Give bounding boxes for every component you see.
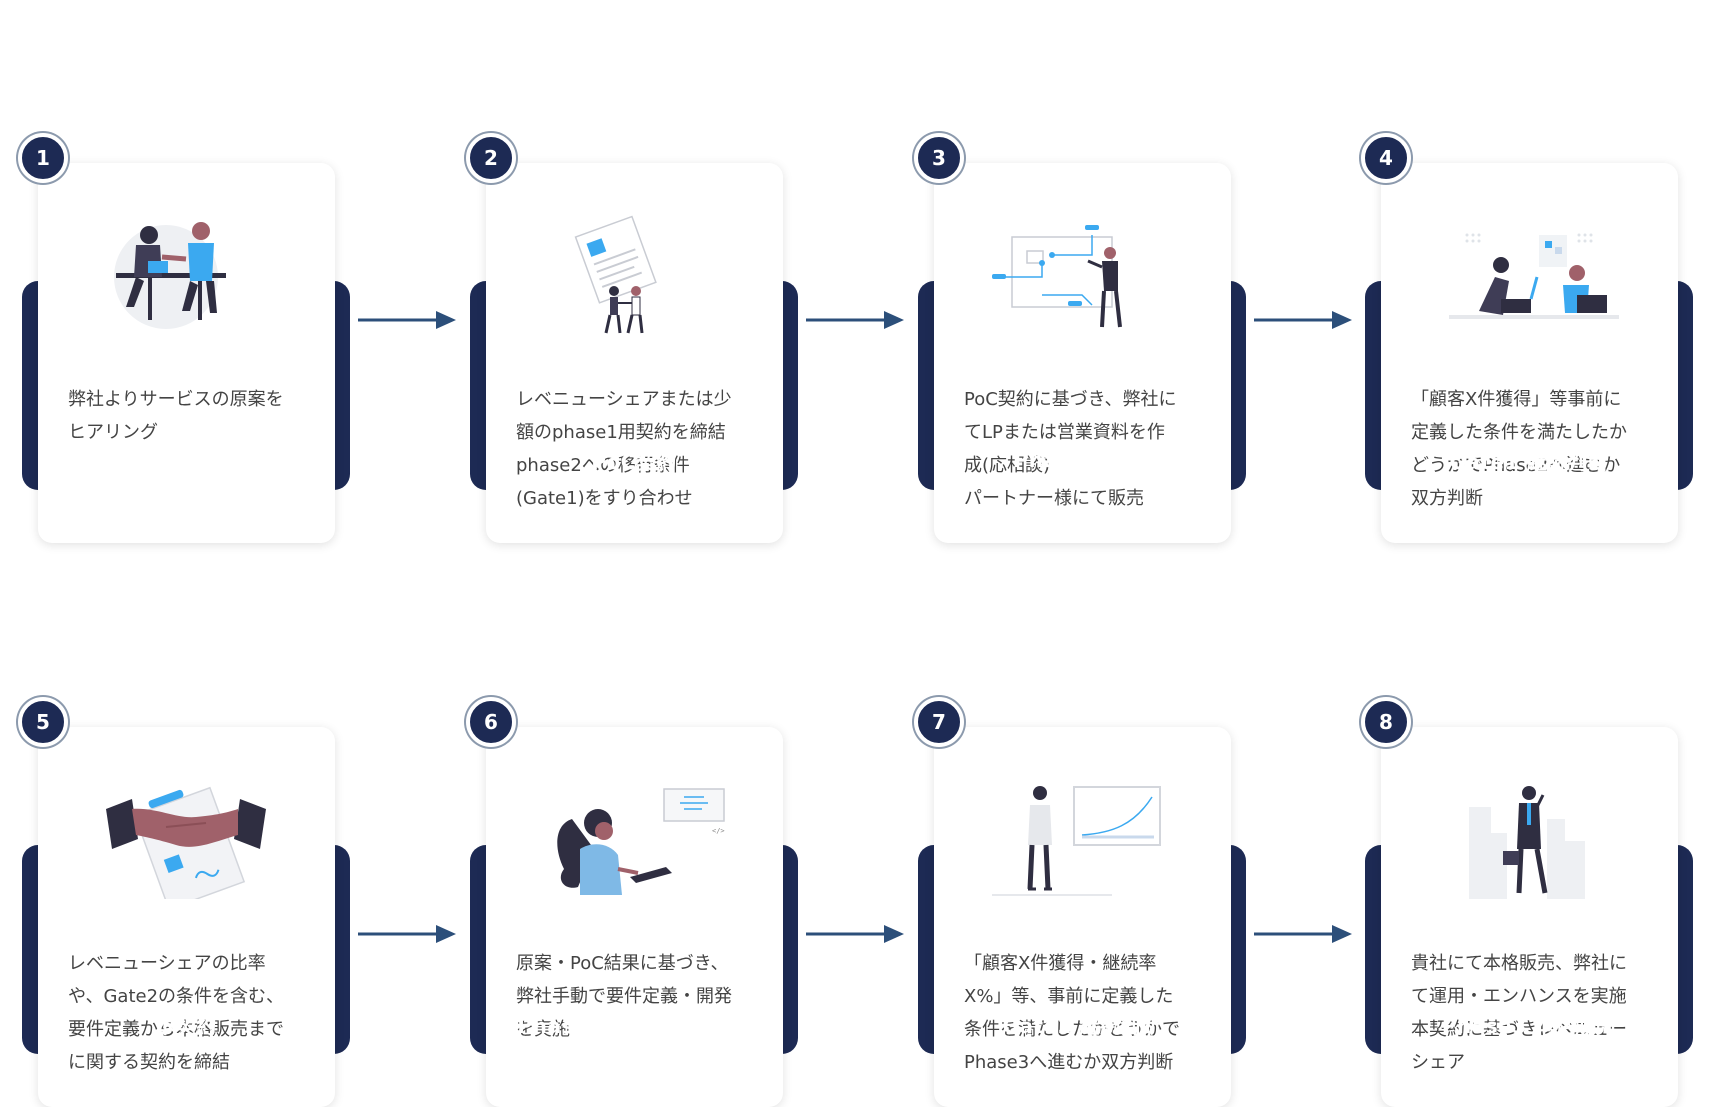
step-6-card: </> 原案・PoC結果に基づき、 弊社手動で要件定義・開発 を実施 — [486, 727, 783, 1107]
step-2-number-badge: 2 — [466, 133, 516, 183]
step-2-card: レベニューシェアまたは少 額のphase1用契約を締結 phase2への移行条件… — [486, 163, 783, 543]
step-8-description: 貴社にて本格販売、弊社に て運用・エンハンスを実施 本契約に基づきレベニュー シ… — [1411, 953, 1627, 1073]
step-6-number-badge: 6 — [466, 697, 516, 747]
arrow-right-icon — [1254, 925, 1352, 943]
handshake-contract-illustration — [106, 786, 266, 899]
step-6-title: Phase2 要件定義&開発 — [517, 1013, 751, 1038]
step-5: レベニューシェアの比率 や、Gate2の条件を含む、 要件定義から本格販売まで … — [18, 697, 350, 1107]
workflow-presenter-illustration — [992, 225, 1122, 328]
step-6: </> 原案・PoC結果に基づき、 弊社手動で要件定義・開発 を実施 Phase… — [466, 697, 798, 1107]
businessman-city-illustration — [1469, 786, 1585, 899]
step-3: PoC契約に基づき、弊社に てLPまたは営業資料を作 成(応相談) パートナー様… — [914, 133, 1246, 543]
growth-chart-illustration — [992, 786, 1161, 896]
step-8-card: 貴社にて本格販売、弊社に て運用・エンハンスを実施 本契約に基づきレベニュー シ… — [1381, 727, 1678, 1107]
step-4-title: Gate1 継続判断 — [1449, 449, 1609, 474]
arrow-right-icon — [358, 925, 456, 943]
step-1-card: 弊社よりサービスの原案を ヒアリング — [38, 163, 335, 543]
arrow-right-icon — [358, 311, 456, 329]
step-1-number-badge: 1 — [18, 133, 68, 183]
step-7-title: Gate2 継続判断 — [1002, 1013, 1162, 1038]
step-8: 貴社にて本格販売、弊社に て運用・エンハンスを実施 本契約に基づきレベニュー シ… — [1361, 697, 1693, 1107]
step-7-number-badge: 7 — [914, 697, 964, 747]
svg-text:</>: </> — [712, 827, 725, 835]
step-1: 弊社よりサービスの原案を ヒアリング 原案ヒアリング 1 — [18, 133, 350, 543]
step-2-description: レベニューシェアまたは少 額のphase1用契約を締結 phase2への移行条件… — [516, 389, 732, 509]
step-5-number-badge: 5 — [18, 697, 68, 747]
arrow-right-icon — [806, 311, 904, 329]
step-3-number-badge: 3 — [914, 133, 964, 183]
step-3-title: Phase1 PoC — [1013, 448, 1151, 472]
step-8-number-badge: 8 — [1361, 697, 1411, 747]
step-4-number-badge: 4 — [1361, 133, 1411, 183]
step-5-title: 本契約 — [155, 1013, 217, 1038]
step-2: レベニューシェアまたは少 額のphase1用契約を締結 phase2への移行条件… — [466, 133, 798, 543]
step-8-title: Phase3 本格販売 — [1441, 1013, 1617, 1038]
step-1-title: 原案ヒアリング — [114, 449, 258, 474]
step-1-description: 弊社よりサービスの原案を ヒアリング — [68, 389, 284, 443]
arrow-right-icon — [1254, 311, 1352, 329]
step-2-title: PoC契約 — [591, 449, 677, 474]
step-7: 「顧客X件獲得・継続率 X%」等、事前に定義した 条件を満たしたかどうかで Ph… — [914, 697, 1246, 1107]
contract-document-illustration — [574, 215, 657, 334]
two-people-laptops-illustration — [1449, 233, 1619, 319]
developer-coding-illustration: </> — [557, 788, 725, 895]
arrow-right-icon — [806, 925, 904, 943]
step-4: 「顧客X件獲得」等事前に 定義した条件を満たしたか どうかでPhase2へ進むか… — [1361, 133, 1693, 543]
handshake-meeting-illustration — [114, 222, 226, 329]
step-3-card: PoC契約に基づき、弊社に てLPまたは営業資料を作 成(応相談) パートナー様… — [934, 163, 1231, 543]
step-4-description: 「顧客X件獲得」等事前に 定義した条件を満たしたか どうかでPhase2へ進むか… — [1411, 389, 1627, 509]
step-6-description: 原案・PoC結果に基づき、 弊社手動で要件定義・開発 を実施 — [516, 953, 732, 1040]
step-3-description: PoC契約に基づき、弊社に てLPまたは営業資料を作 成(応相談) パートナー様… — [964, 389, 1177, 509]
step-4-card: 「顧客X件獲得」等事前に 定義した条件を満たしたか どうかでPhase2へ進むか… — [1381, 163, 1678, 543]
